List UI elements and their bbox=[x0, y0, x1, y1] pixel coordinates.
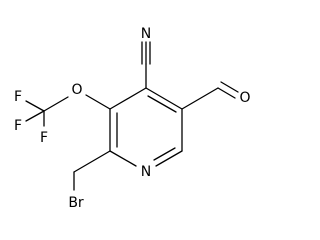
aldehyde-oxygen-label: O bbox=[239, 90, 250, 106]
bond-cho-o-b bbox=[220, 81, 239, 93]
nitrile-nitrogen-label: N bbox=[141, 26, 151, 42]
bond-cf3-f2 bbox=[25, 100, 45, 112]
bond-c3-o bbox=[85, 94, 111, 110]
molecule-structure: N N O O Br F F F bbox=[14, 26, 251, 211]
fluorine-label-2: F bbox=[14, 89, 22, 105]
ether-oxygen-label: O bbox=[71, 82, 82, 98]
bond-c6-n1 bbox=[155, 150, 183, 167]
bond-c4-c3 bbox=[109, 87, 147, 110]
bromine-label: Br bbox=[68, 195, 84, 211]
trifluoromethoxy-group bbox=[25, 94, 111, 127]
bond-c2-n1 bbox=[109, 150, 137, 167]
bond-o-cf3 bbox=[43, 96, 69, 112]
fluorine-label-1: F bbox=[40, 130, 48, 146]
bond-c6-n1-inner bbox=[153, 147, 176, 161]
bond-c4-c5-inner bbox=[147, 95, 177, 113]
bond-cho-o-a bbox=[217, 87, 236, 99]
bond-cf3-f3 bbox=[25, 110, 45, 122]
bromomethyl-group bbox=[73, 150, 111, 191]
aldehyde-group bbox=[181, 81, 239, 110]
bond-c2-ch2 bbox=[73, 150, 111, 173]
bond-c4-c5 bbox=[145, 87, 183, 110]
pyridine-ring bbox=[109, 87, 183, 167]
bond-c5-cho bbox=[181, 87, 219, 110]
nitrile-group bbox=[141, 41, 151, 89]
fluorine-label-3: F bbox=[14, 118, 22, 134]
ring-nitrogen-label: N bbox=[141, 164, 151, 180]
